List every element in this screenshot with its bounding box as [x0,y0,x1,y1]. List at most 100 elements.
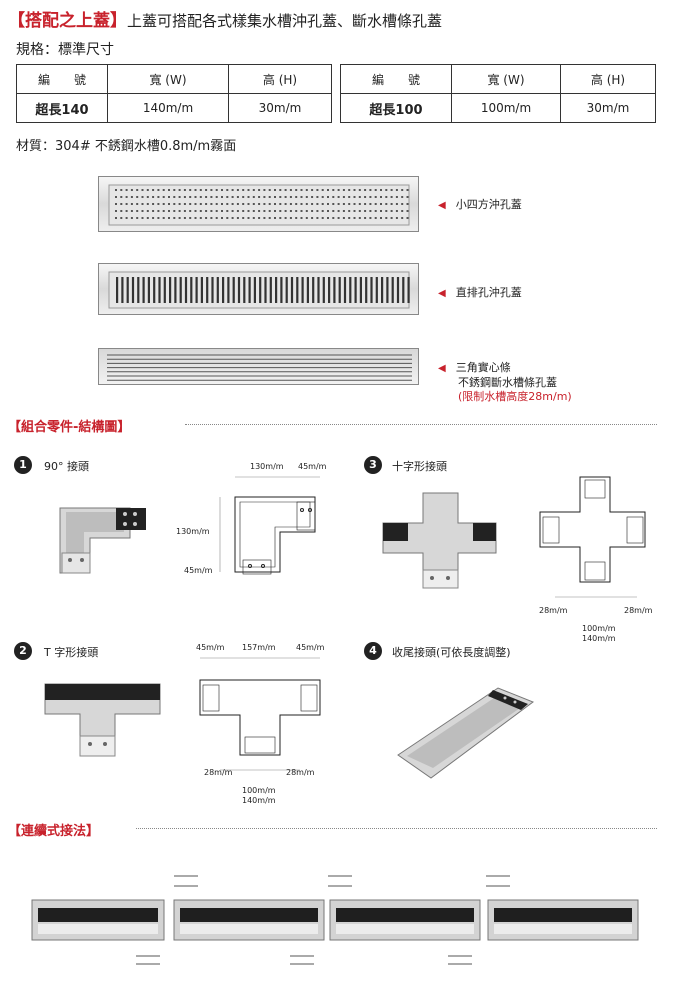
slot-hole [402,277,405,303]
slot-hole [391,277,394,303]
square-hole [252,196,255,198]
slot-hole [407,277,410,303]
slot-hole [285,277,288,303]
square-hole [321,217,324,219]
square-hole [226,189,229,191]
dim-label: 130m/m [176,527,210,536]
cell-width: 100m/m [451,93,561,123]
square-hole [162,196,165,198]
square-hole [401,196,404,198]
triangle-left-icon: ◀ [438,363,446,374]
square-hole [120,189,123,191]
square-hole [130,203,133,205]
square-hole [236,189,239,191]
square-hole [305,210,308,212]
square-hole [146,210,149,212]
slot-hole [243,277,246,303]
square-hole [263,217,266,219]
square-hole [374,189,377,191]
square-hole [125,210,128,212]
square-hole [183,217,186,219]
square-hole [157,196,160,198]
square-hole [279,203,282,205]
square-hole [130,217,133,219]
page-header: 【搭配之上蓋】上蓋可搭配各式樣集水槽沖孔蓋、斷水槽條孔蓋 [8,6,442,31]
square-hole [252,203,255,205]
slot-hole [280,277,283,303]
dim-label: 28m/m [286,768,315,777]
square-hole [385,189,388,191]
square-hole [157,210,160,212]
square-hole [337,210,340,212]
square-hole [157,203,160,205]
slot-hole [264,277,267,303]
square-hole [358,203,361,205]
channel-segment [173,899,325,941]
square-hole [321,189,324,191]
square-hole [162,189,165,191]
square-hole [401,210,404,212]
square-hole [173,196,176,198]
square-hole [385,210,388,212]
slot-hole [200,277,203,303]
triangle-left-icon: ◀ [438,200,446,211]
square-hole [178,196,181,198]
square-hole [406,203,409,205]
square-hole [247,210,250,212]
square-hole [168,196,170,198]
slot-hole [211,277,214,303]
square-hole [279,217,282,219]
square-hole [221,217,223,219]
square-hole [141,203,144,205]
square-hole [210,189,213,191]
slot-hole [275,277,278,303]
square-hole [157,189,160,191]
slot-hole [237,277,241,303]
slot-hole [354,277,357,303]
square-hole [162,217,165,219]
square-hole [289,217,292,219]
diagram-t-joint [199,657,321,771]
part-title-t-joint: T 字形接頭 [44,646,99,659]
channel-segment [487,899,639,941]
square-hole [231,210,234,212]
square-hole [364,196,367,198]
part-number-1: 1 [14,456,32,474]
square-hole [380,196,382,198]
square-hole [199,189,202,191]
square-hole [205,210,208,212]
square-hole [152,210,155,212]
square-hole [268,196,271,198]
square-hole [279,210,282,212]
square-hole [364,217,367,219]
square-hole [348,217,351,219]
slot-hole-pattern [108,271,410,309]
square-hole [316,210,319,212]
square-hole [162,203,165,205]
slot-hole [349,277,352,303]
square-hole [115,189,117,191]
square-hole [327,189,329,191]
square-hole [348,210,351,212]
bar-pattern [107,354,412,381]
slot-hole [232,277,235,303]
square-hole [364,189,367,191]
square-hole [199,203,202,205]
square-hole [231,217,234,219]
slot-hole [216,277,219,303]
square-hole [194,217,197,219]
square-hole [215,189,218,191]
square-hole [258,217,261,219]
dim-label: 100m/m [242,786,276,795]
square-hole [120,203,123,205]
square-hole [141,189,144,191]
square-hole [115,210,117,212]
slot-hole [190,277,193,303]
square-hole [406,189,409,191]
square-hole [168,189,170,191]
square-hole [168,203,170,205]
square-hole [247,189,250,191]
slot-hole [121,277,124,303]
square-hole [146,196,149,198]
part-title-end-cap: 收尾接頭(可依長度調整) [392,646,511,659]
